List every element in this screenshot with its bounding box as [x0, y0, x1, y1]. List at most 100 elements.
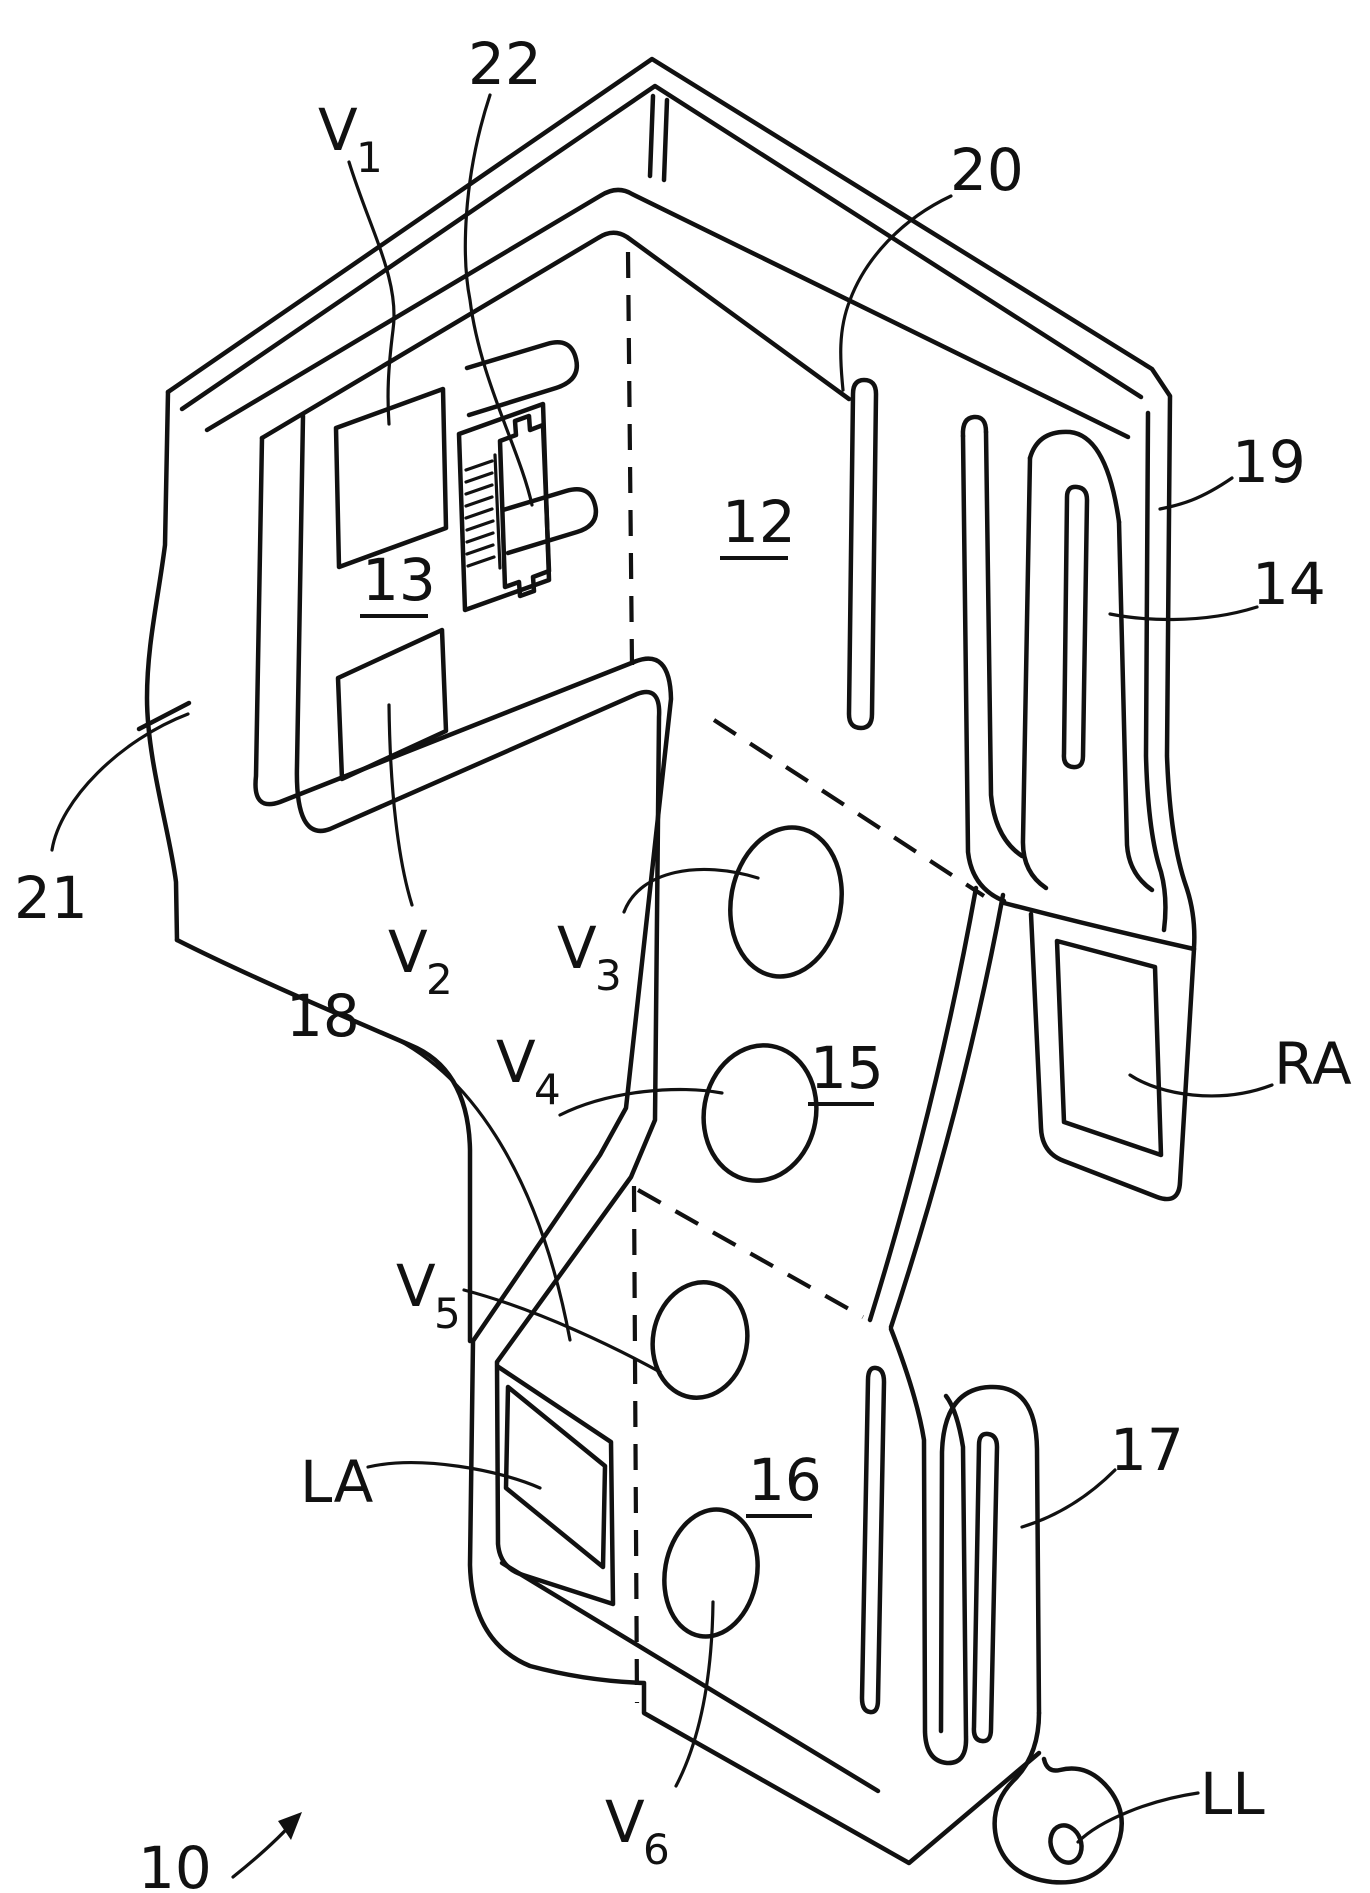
label-v2: V: [388, 918, 428, 986]
leader-v5: [462, 1288, 662, 1374]
electrode-v4-circle: [701, 1043, 819, 1183]
panel-15: [701, 825, 1006, 1330]
leader-v1: [347, 160, 396, 426]
leader-21: [50, 712, 190, 852]
break-mark-21: [136, 700, 192, 732]
serp17-slot-left: [859, 1365, 887, 1715]
fold-line-panel-16-top: [636, 1188, 865, 1319]
label-v2-sub: 2: [426, 955, 453, 1004]
label-14: 14: [1252, 550, 1326, 618]
panel-13: [136, 386, 1042, 1866]
leader-14: [1108, 605, 1259, 622]
top-band: [165, 56, 1173, 441]
connector-pins: [464, 453, 502, 570]
label-21: 21: [14, 864, 88, 932]
connector-pin-rail: [493, 453, 502, 570]
label-13: 13: [362, 546, 436, 614]
fold-line-panel-15-top: [712, 718, 986, 898]
connector-plate: [456, 401, 552, 613]
leader-ra: [1128, 1073, 1274, 1098]
panel-16: [499, 1280, 881, 1794]
serpentine-slot-left-b: [983, 429, 1025, 859]
label-v3-sub: 3: [595, 951, 622, 1000]
leader-v3: [622, 867, 760, 914]
labels: V 1 22 20 19 14 12 13 21 V 2 V 3 15 V 4 …: [14, 30, 1352, 1893]
label-20: 20: [950, 136, 1024, 204]
serpentine-slot-left-cap: [960, 414, 989, 439]
label-10: 10: [138, 1834, 212, 1893]
la-pad: [503, 1384, 608, 1570]
leader-ll: [1076, 1791, 1200, 1844]
inner-border-top: [259, 230, 852, 441]
serpentine-17: [859, 1326, 1124, 1885]
top-edge-inner: [179, 83, 1144, 412]
label-16: 16: [748, 1446, 822, 1514]
panel-12-right-border-inner: [1143, 410, 1168, 933]
panel-16-bottom-inner-edge: [499, 1560, 881, 1794]
serpentine-arch-left: [1020, 455, 1049, 891]
label-v6-sub: 6: [643, 1825, 670, 1874]
label-18: 18: [286, 982, 360, 1050]
leader-17: [1020, 1468, 1117, 1529]
serp17-arch: [938, 1384, 1042, 1734]
apex-tick-2: [661, 97, 670, 183]
label-22: 22: [468, 30, 542, 98]
label-v6: V: [605, 1788, 645, 1856]
ll-loop-hole: [1048, 1823, 1084, 1865]
label-v1-sub: 1: [356, 133, 383, 182]
leader-lines: [50, 93, 1274, 1879]
serpentine-arch-right: [1116, 519, 1155, 893]
leader-22: [463, 93, 534, 507]
leader-v4: [558, 1087, 724, 1117]
connector-22: [456, 340, 599, 613]
top-edge-outer: [165, 56, 1173, 399]
fold-line-panels-12-13: [625, 251, 635, 667]
label-v3: V: [557, 914, 597, 982]
arrow-10-head: [278, 1812, 302, 1840]
electrode-v3-circle: [728, 825, 844, 979]
label-ll: LL: [1200, 1760, 1265, 1828]
serp17-inner-slot: [971, 1431, 1000, 1744]
panel-12-right-edge: [1164, 394, 1197, 951]
leader-v6: [674, 1600, 715, 1788]
label-v1: V: [318, 96, 358, 164]
label-17: 17: [1110, 1416, 1184, 1484]
electrode-pad-v2: [335, 627, 449, 782]
ll-loop: [992, 1710, 1124, 1885]
leader-v2: [387, 703, 414, 907]
fold-line-panel-16-vertical: [631, 1185, 640, 1704]
ra-tab: [1001, 900, 1197, 1202]
connector-tab-bottom: [500, 487, 599, 556]
serpentine-arch-cap: [1027, 429, 1122, 525]
fold-crease-top: [204, 187, 1131, 440]
leader-19: [1158, 476, 1234, 511]
left-torn-edge: [144, 389, 180, 943]
label-ra: RA: [1274, 1030, 1352, 1098]
apex-tick-1: [647, 93, 656, 179]
label-v5: V: [396, 1252, 436, 1320]
serp17-u-column: [888, 1326, 969, 1766]
label-12: 12: [722, 488, 796, 556]
connector-tab-top: [464, 340, 580, 418]
panel-12: [846, 377, 1197, 951]
leader-18: [363, 1024, 572, 1342]
ra-tab-top-edge: [1001, 900, 1197, 952]
fold-lines-dashed: [625, 251, 986, 1704]
connector-body: [497, 413, 552, 599]
serpentine-inner-slot: [1061, 484, 1090, 770]
electrode-v5-circle: [650, 1280, 750, 1400]
label-15: 15: [810, 1034, 884, 1102]
ra-tab-outline: [1028, 911, 1197, 1202]
panel-15-right-edge-inner: [888, 892, 1006, 1330]
label-la: LA: [300, 1448, 374, 1516]
serpentine-slot-left-a: [960, 433, 1007, 904]
label-19: 19: [1232, 428, 1306, 496]
electrode-pad-v1: [333, 386, 449, 570]
leader-20: [839, 194, 953, 392]
electrode-v6-circle: [662, 1507, 760, 1639]
ra-pad: [1054, 938, 1164, 1158]
label-v4: V: [496, 1028, 536, 1096]
sheet-outline-left: [253, 435, 1042, 1866]
leader-la: [366, 1461, 542, 1490]
